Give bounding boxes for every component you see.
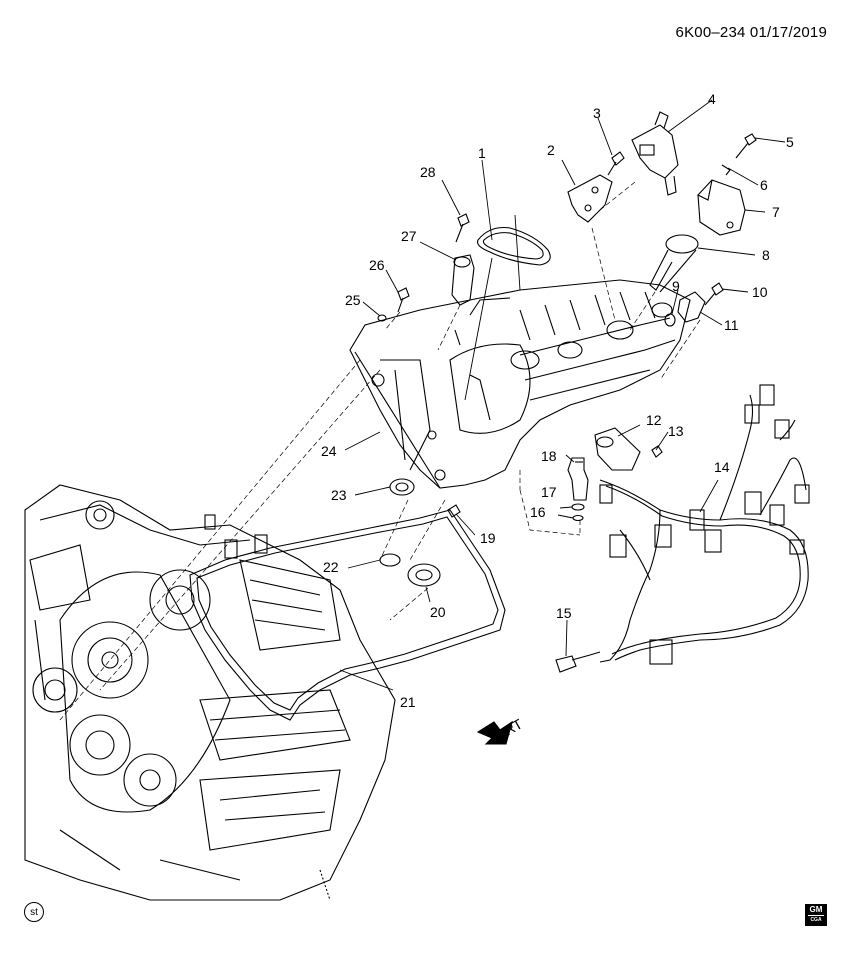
gm-logo-label: GM (809, 905, 823, 914)
bolt-26 (397, 287, 410, 313)
diagram-code: 6K00–234 01/17/2019 (675, 24, 827, 41)
callout-20: 20 (430, 604, 446, 620)
callout-11: 11 (724, 317, 739, 333)
callout-25: 25 (345, 292, 361, 308)
front-arrow-icon (476, 720, 513, 745)
leader-lines (339, 99, 786, 691)
purge-solenoid-4 (631, 111, 679, 196)
seal-20 (407, 563, 441, 587)
bolt-13 (651, 445, 663, 458)
seal-9 (664, 313, 676, 327)
stamp-icon: st (24, 902, 44, 922)
callout-7: 7 (772, 204, 780, 220)
callout-19: 19 (480, 530, 496, 546)
throttle-body-gasket (476, 226, 551, 266)
callout-16: 16 (530, 504, 546, 520)
seal-22 (379, 553, 401, 567)
callout-28: 28 (420, 164, 436, 180)
callout-24: 24 (321, 443, 337, 459)
callout-1: 1 (478, 145, 486, 161)
oring-17 (571, 503, 585, 511)
callout-9: 9 (672, 278, 680, 294)
sensor-12 (594, 427, 641, 471)
stamp-label: st (30, 906, 38, 918)
callout-8: 8 (762, 247, 770, 263)
sensor-15 (555, 651, 601, 673)
ignition-coil-7 (697, 179, 746, 236)
washer-25 (377, 314, 387, 322)
valve-cover-gasket (189, 509, 506, 721)
callout-10: 10 (752, 284, 768, 300)
callout-13: 13 (668, 423, 684, 439)
callouts: 1 2 3 4 5 6 7 8 9 10 11 12 13 14 15 16 1… (321, 91, 794, 743)
callout-6: 6 (760, 177, 768, 193)
clip-6 (721, 164, 731, 176)
callout-5: 5 (786, 134, 794, 150)
bolt-28 (455, 213, 470, 243)
callout-26: 26 (369, 257, 385, 273)
callout-4: 4 (708, 91, 716, 107)
sensor-11 (677, 291, 706, 323)
bracket-2 (567, 174, 613, 223)
seal-23 (389, 478, 415, 496)
callout-15: 15 (556, 605, 572, 621)
callout-17: 17 (541, 484, 557, 500)
sensor-27 (451, 254, 475, 306)
dowel-19 (447, 504, 461, 518)
wiring-harness (599, 384, 810, 665)
bolt-3 (607, 151, 625, 176)
bolt-10 (704, 282, 724, 306)
front-arrow-label: FRT (494, 715, 526, 743)
gm-logo-icon: GM CGA (805, 904, 827, 926)
engine-block (24, 484, 396, 901)
dashed-alignment-lines (59, 181, 701, 721)
callout-3: 3 (593, 105, 601, 121)
gm-logo-sublabel: CGA (808, 915, 824, 924)
callout-14: 14 (714, 459, 730, 475)
callout-23: 23 (331, 487, 347, 503)
callout-21: 21 (400, 694, 416, 710)
callout-27: 27 (401, 228, 417, 244)
spark-plug-boot-8 (649, 234, 699, 293)
callout-12: 12 (646, 412, 662, 428)
oring-16 (572, 514, 584, 522)
bolt-5 (735, 133, 757, 159)
intake-manifold (349, 279, 691, 489)
callout-22: 22 (323, 559, 339, 575)
coolant-sensor-18 (567, 457, 589, 501)
callout-2: 2 (547, 142, 555, 158)
callout-18: 18 (541, 448, 557, 464)
